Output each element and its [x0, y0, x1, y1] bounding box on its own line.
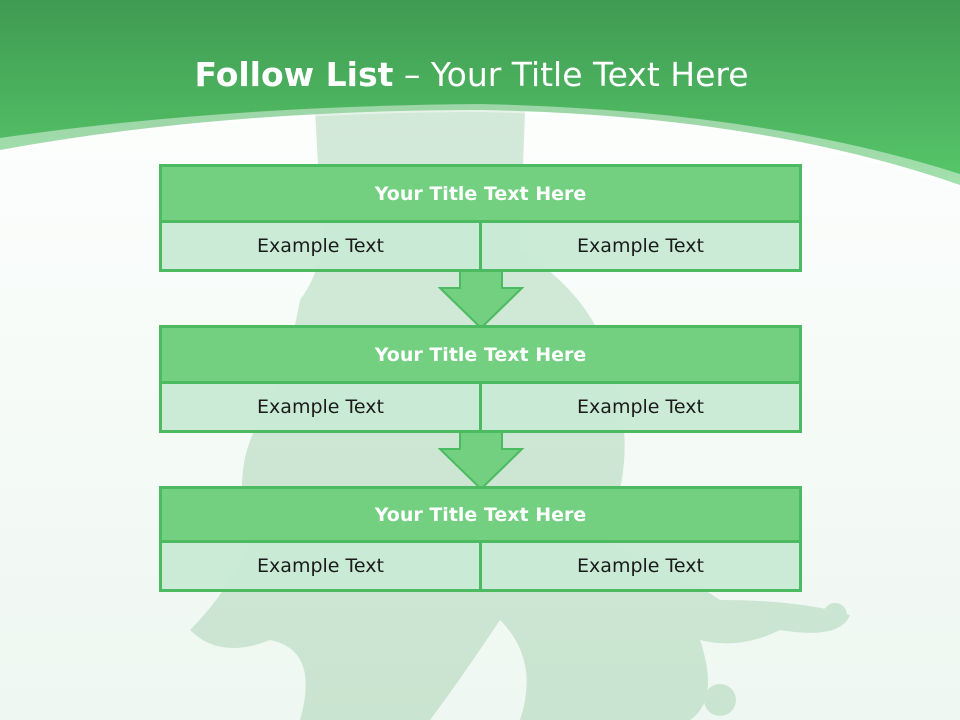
down-arrow-icon [438, 270, 524, 330]
slide-title-rest: – Your Title Text Here [393, 55, 749, 94]
block-cell-left: Example Text [159, 381, 482, 433]
block-cell-left: Example Text [159, 540, 482, 592]
block-title: Your Title Text Here [159, 486, 802, 543]
block-cell-right: Example Text [479, 540, 802, 592]
block-title: Your Title Text Here [159, 325, 802, 384]
block-title: Your Title Text Here [159, 164, 802, 223]
block-cell-left: Example Text [159, 220, 482, 272]
header-swoosh [0, 104, 960, 190]
down-arrow-icon [438, 431, 524, 491]
slide-title-bold: Follow List [194, 55, 394, 94]
block-cell-right: Example Text [479, 381, 802, 433]
header-band [0, 0, 960, 185]
slide-title: Follow List – Your Title Text Here [0, 52, 943, 98]
block-cell-right: Example Text [479, 220, 802, 272]
